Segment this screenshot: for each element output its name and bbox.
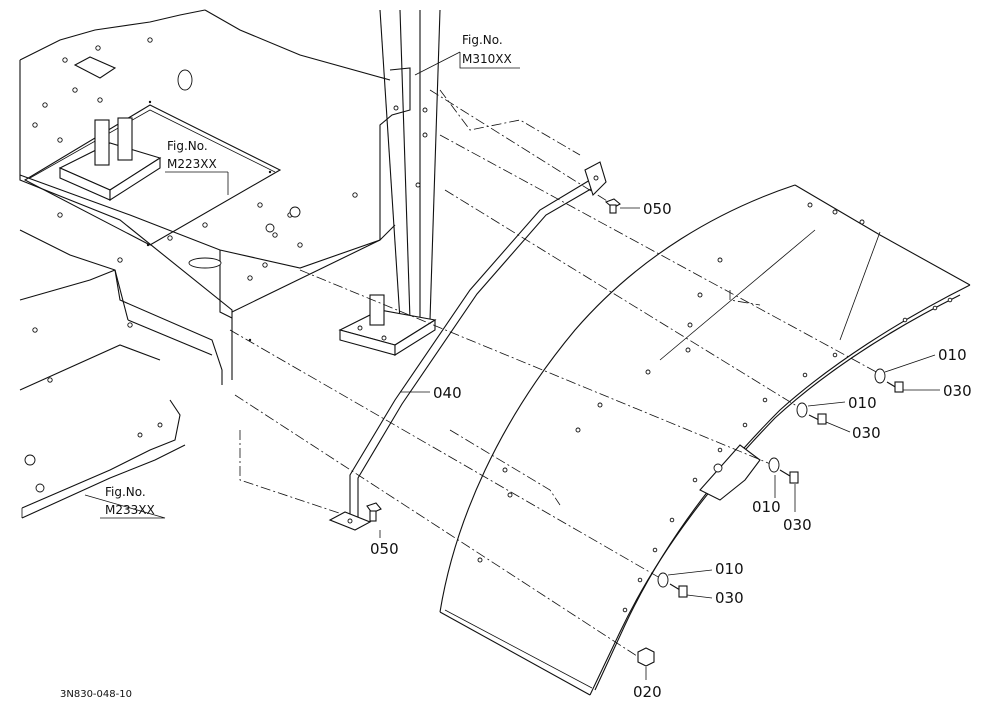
callout-010-1[interactable]: 010 xyxy=(938,346,967,364)
fig-ref-m233xx-line1: Fig.No. xyxy=(105,485,146,499)
vertical-post xyxy=(338,9,441,356)
chassis-frame xyxy=(19,9,396,519)
fig-ref-m223xx-line1: Fig.No. xyxy=(167,139,208,153)
callout-010-4[interactable]: 010 xyxy=(715,560,744,578)
callout-010-3[interactable]: 010 xyxy=(752,498,781,516)
fender xyxy=(439,184,971,696)
leader-lines xyxy=(84,51,940,680)
installation-lines xyxy=(229,89,881,659)
callout-050-upper[interactable]: 050 xyxy=(643,200,672,218)
bolt-030-1 xyxy=(886,381,904,393)
callout-050-lower[interactable]: 050 xyxy=(370,540,399,558)
fig-ref-m223xx-line2: M223XX xyxy=(167,157,217,171)
washer-010-4 xyxy=(657,572,669,588)
washer-010-3 xyxy=(768,457,780,473)
callouts: 050 040 050 010 030 010 030 010 030 010 … xyxy=(370,200,972,701)
washer-010-2 xyxy=(796,402,808,418)
callout-030-3[interactable]: 030 xyxy=(783,516,812,534)
document-id: 3N830-048-10 xyxy=(60,689,132,700)
fasteners xyxy=(366,198,904,667)
fig-ref-m310xx[interactable]: Fig.No. M310XX xyxy=(462,33,512,66)
callout-030-1[interactable]: 030 xyxy=(943,382,972,400)
stay-part-040 xyxy=(328,161,607,531)
bolt-050-upper xyxy=(604,198,621,214)
callout-010-2[interactable]: 010 xyxy=(848,394,877,412)
bolt-030-3 xyxy=(779,469,799,484)
bolt-050-lower xyxy=(366,502,382,522)
bolt-030-4 xyxy=(669,583,688,598)
bolt-030-2 xyxy=(808,413,827,425)
callout-030-2[interactable]: 030 xyxy=(852,424,881,442)
fig-ref-m310xx-line1: Fig.No. xyxy=(462,33,503,47)
washer-010-1 xyxy=(874,368,886,384)
fig-ref-m223xx[interactable]: Fig.No. M223XX xyxy=(167,139,217,171)
fig-ref-m233xx-line2: M233XX xyxy=(105,503,155,517)
callout-020[interactable]: 020 xyxy=(633,683,662,701)
callout-030-4[interactable]: 030 xyxy=(715,589,744,607)
frame-holes xyxy=(24,37,358,493)
nut-020 xyxy=(637,647,655,667)
fig-ref-m233xx[interactable]: Fig.No. M233XX xyxy=(105,485,155,517)
callout-040[interactable]: 040 xyxy=(433,384,462,402)
fig-ref-m310xx-line2: M310XX xyxy=(462,52,512,66)
